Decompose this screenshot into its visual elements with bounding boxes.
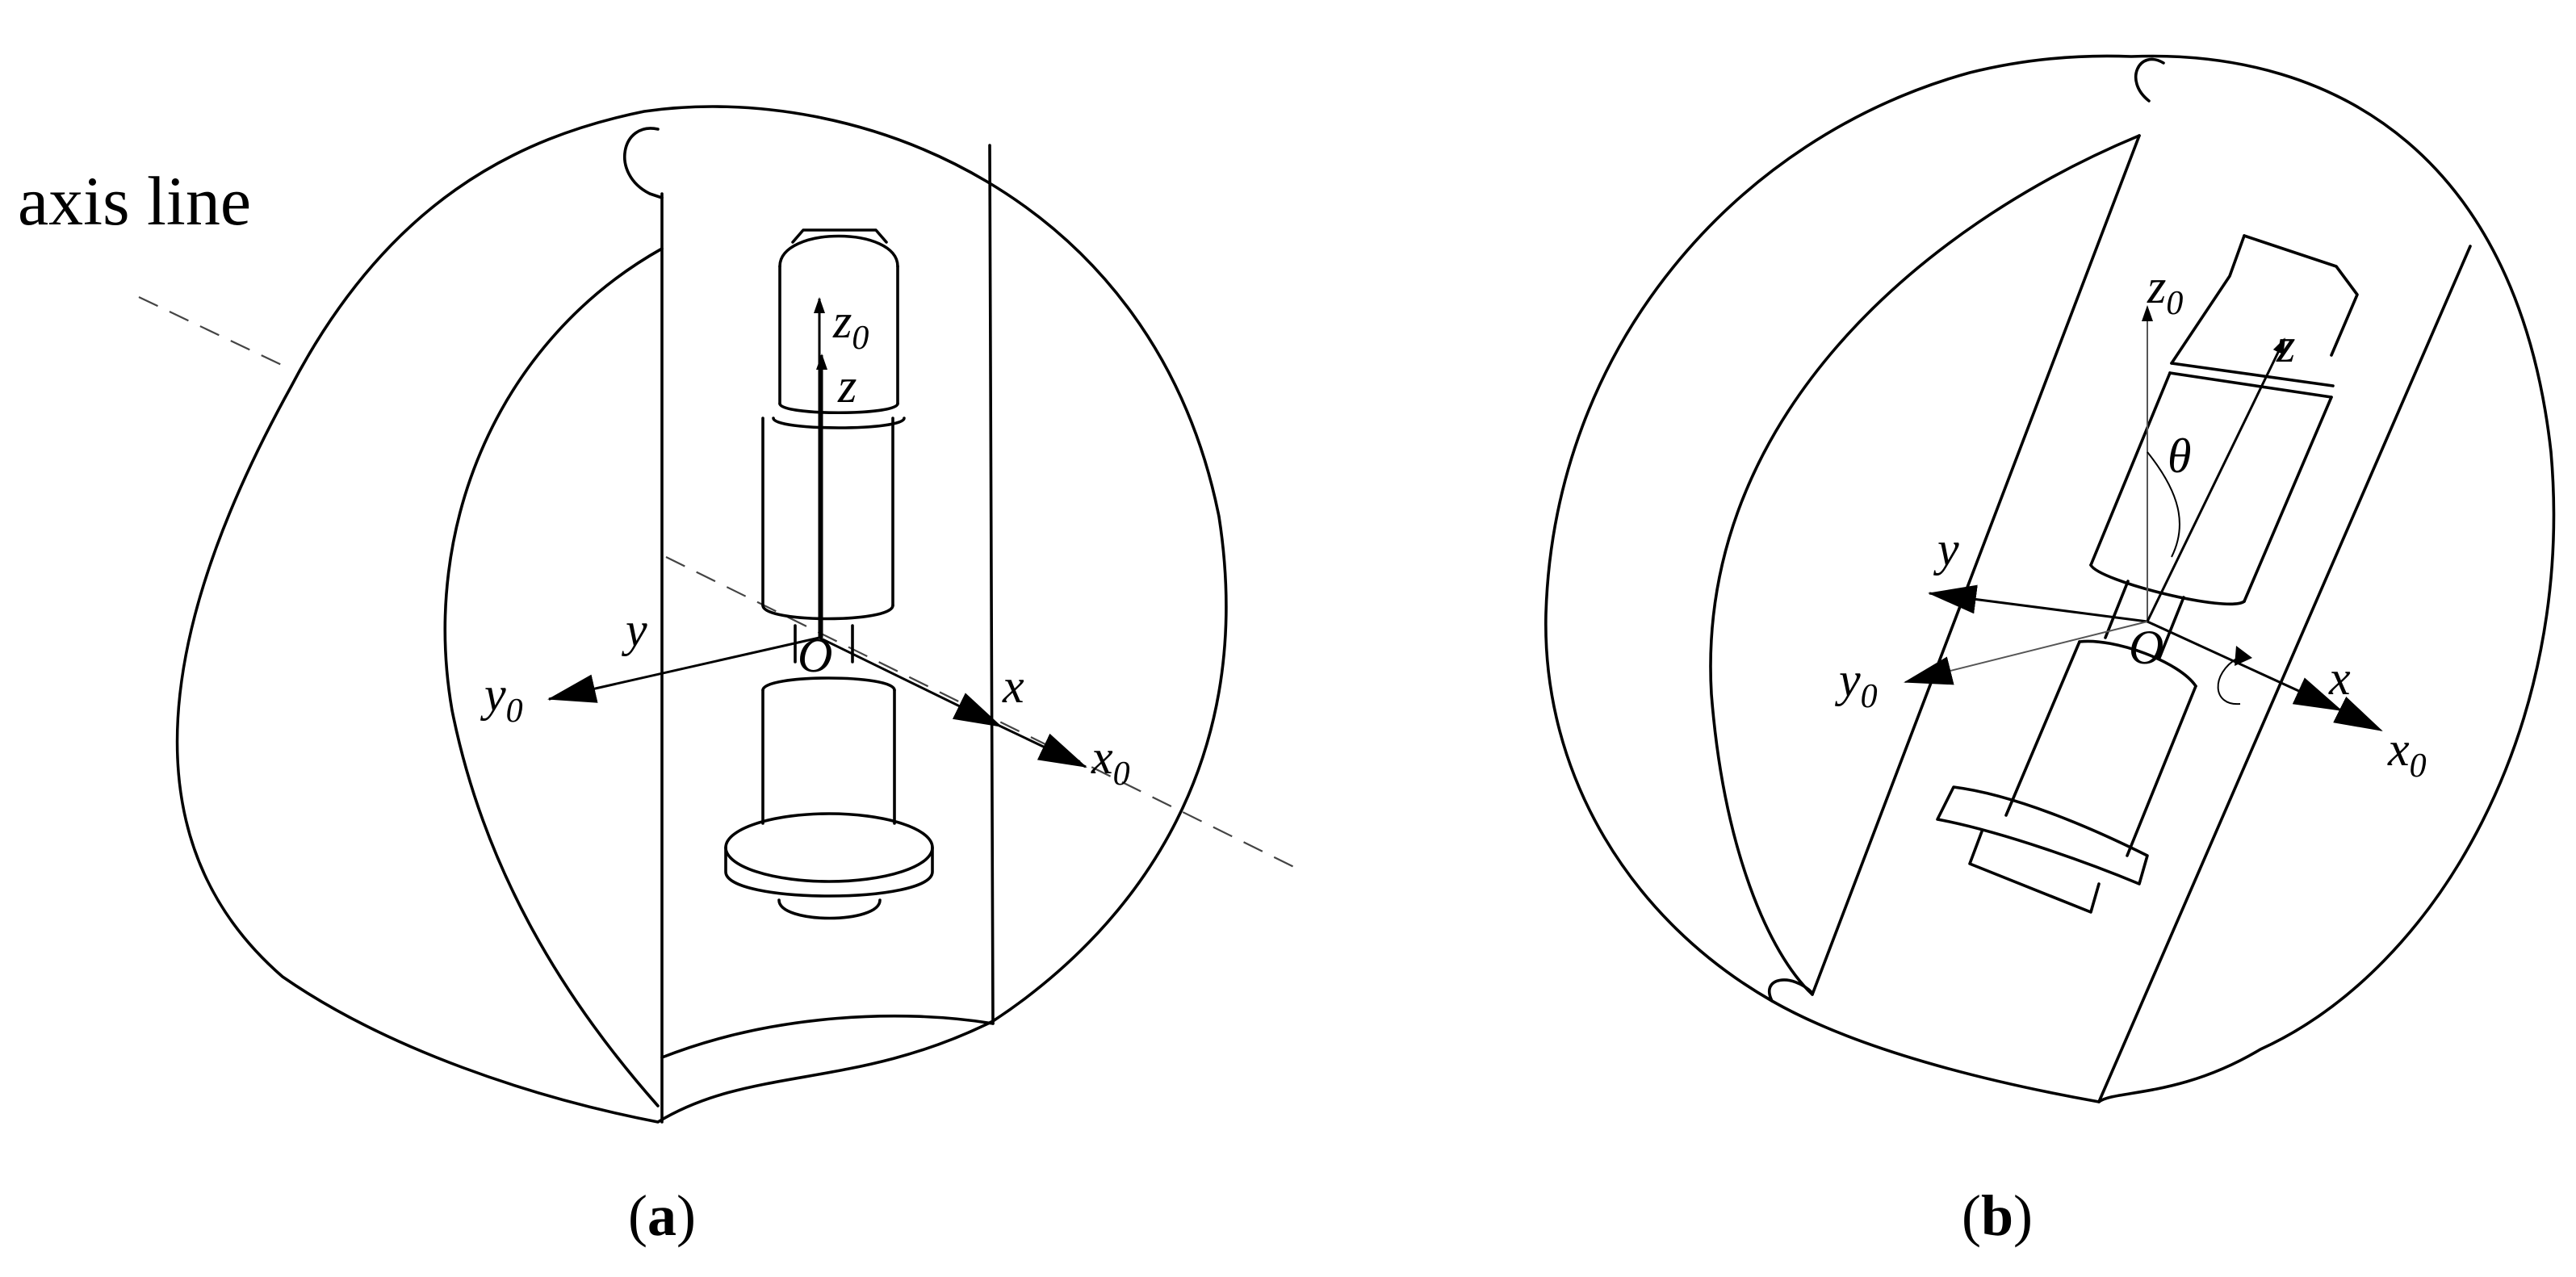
z-label-a: z [837,359,857,412]
y-axis-b [1928,584,2148,623]
body-outline-b [1544,54,2556,1103]
inner-left-curve-b [1709,134,2141,996]
y-label-b: y [1933,522,1959,576]
z-label-b: z [2276,319,2295,372]
x0-label-a: x0 [1091,731,1130,793]
z0-label-b: z0 [2147,260,2183,322]
slot-left-edge-b [1811,134,2141,996]
panel-b: z0 z θ y y0 O x x0 (b) [1544,54,2556,1248]
y-axis-a [547,636,820,703]
rotation-arc [2217,657,2241,705]
pin-assembly [724,228,934,920]
caption-b: (b) [1962,1183,2033,1248]
axis-line-label: axis line [18,162,251,240]
top-notch [623,127,664,199]
y0-axis-b [1904,621,2148,685]
bottom-notch-b [1768,978,1814,1003]
panel-a: axis line [18,105,1305,1248]
body-outline [175,105,1228,1124]
theta-arc [2147,451,2180,558]
origin-label-a: O [798,629,832,682]
x0-axis-a [1000,725,1087,768]
inner-left-curve [443,247,664,1107]
y-label-a: y [621,603,647,656]
x0-label-b: x0 [2387,722,2427,785]
pin-assembly-b [1936,234,2359,914]
x0-axis-b [2333,696,2383,731]
caption-a: (a) [628,1183,696,1248]
origin-label-b: O [2129,621,2163,674]
slot-right-edge [988,144,995,1025]
z-axis-b [2146,337,2286,622]
theta-label: θ [2168,429,2191,483]
x-label-b: x [2328,651,2351,705]
panel-a-axes [547,297,1087,768]
slot-bottom-curve [660,1014,995,1059]
z0-label-a: z0 [832,295,869,357]
y0-label-b: y0 [1834,653,1878,715]
slot-right-edge-b [2097,245,2472,1103]
top-notch-b [2134,57,2165,103]
x-axis-b [2147,620,2343,712]
axis-line-dashed-left [138,296,287,368]
panel-b-axes [1904,305,2383,731]
x-axis-a [819,636,1003,728]
y0-label-a: y0 [480,668,523,730]
x-label-a: x [1002,659,1024,713]
